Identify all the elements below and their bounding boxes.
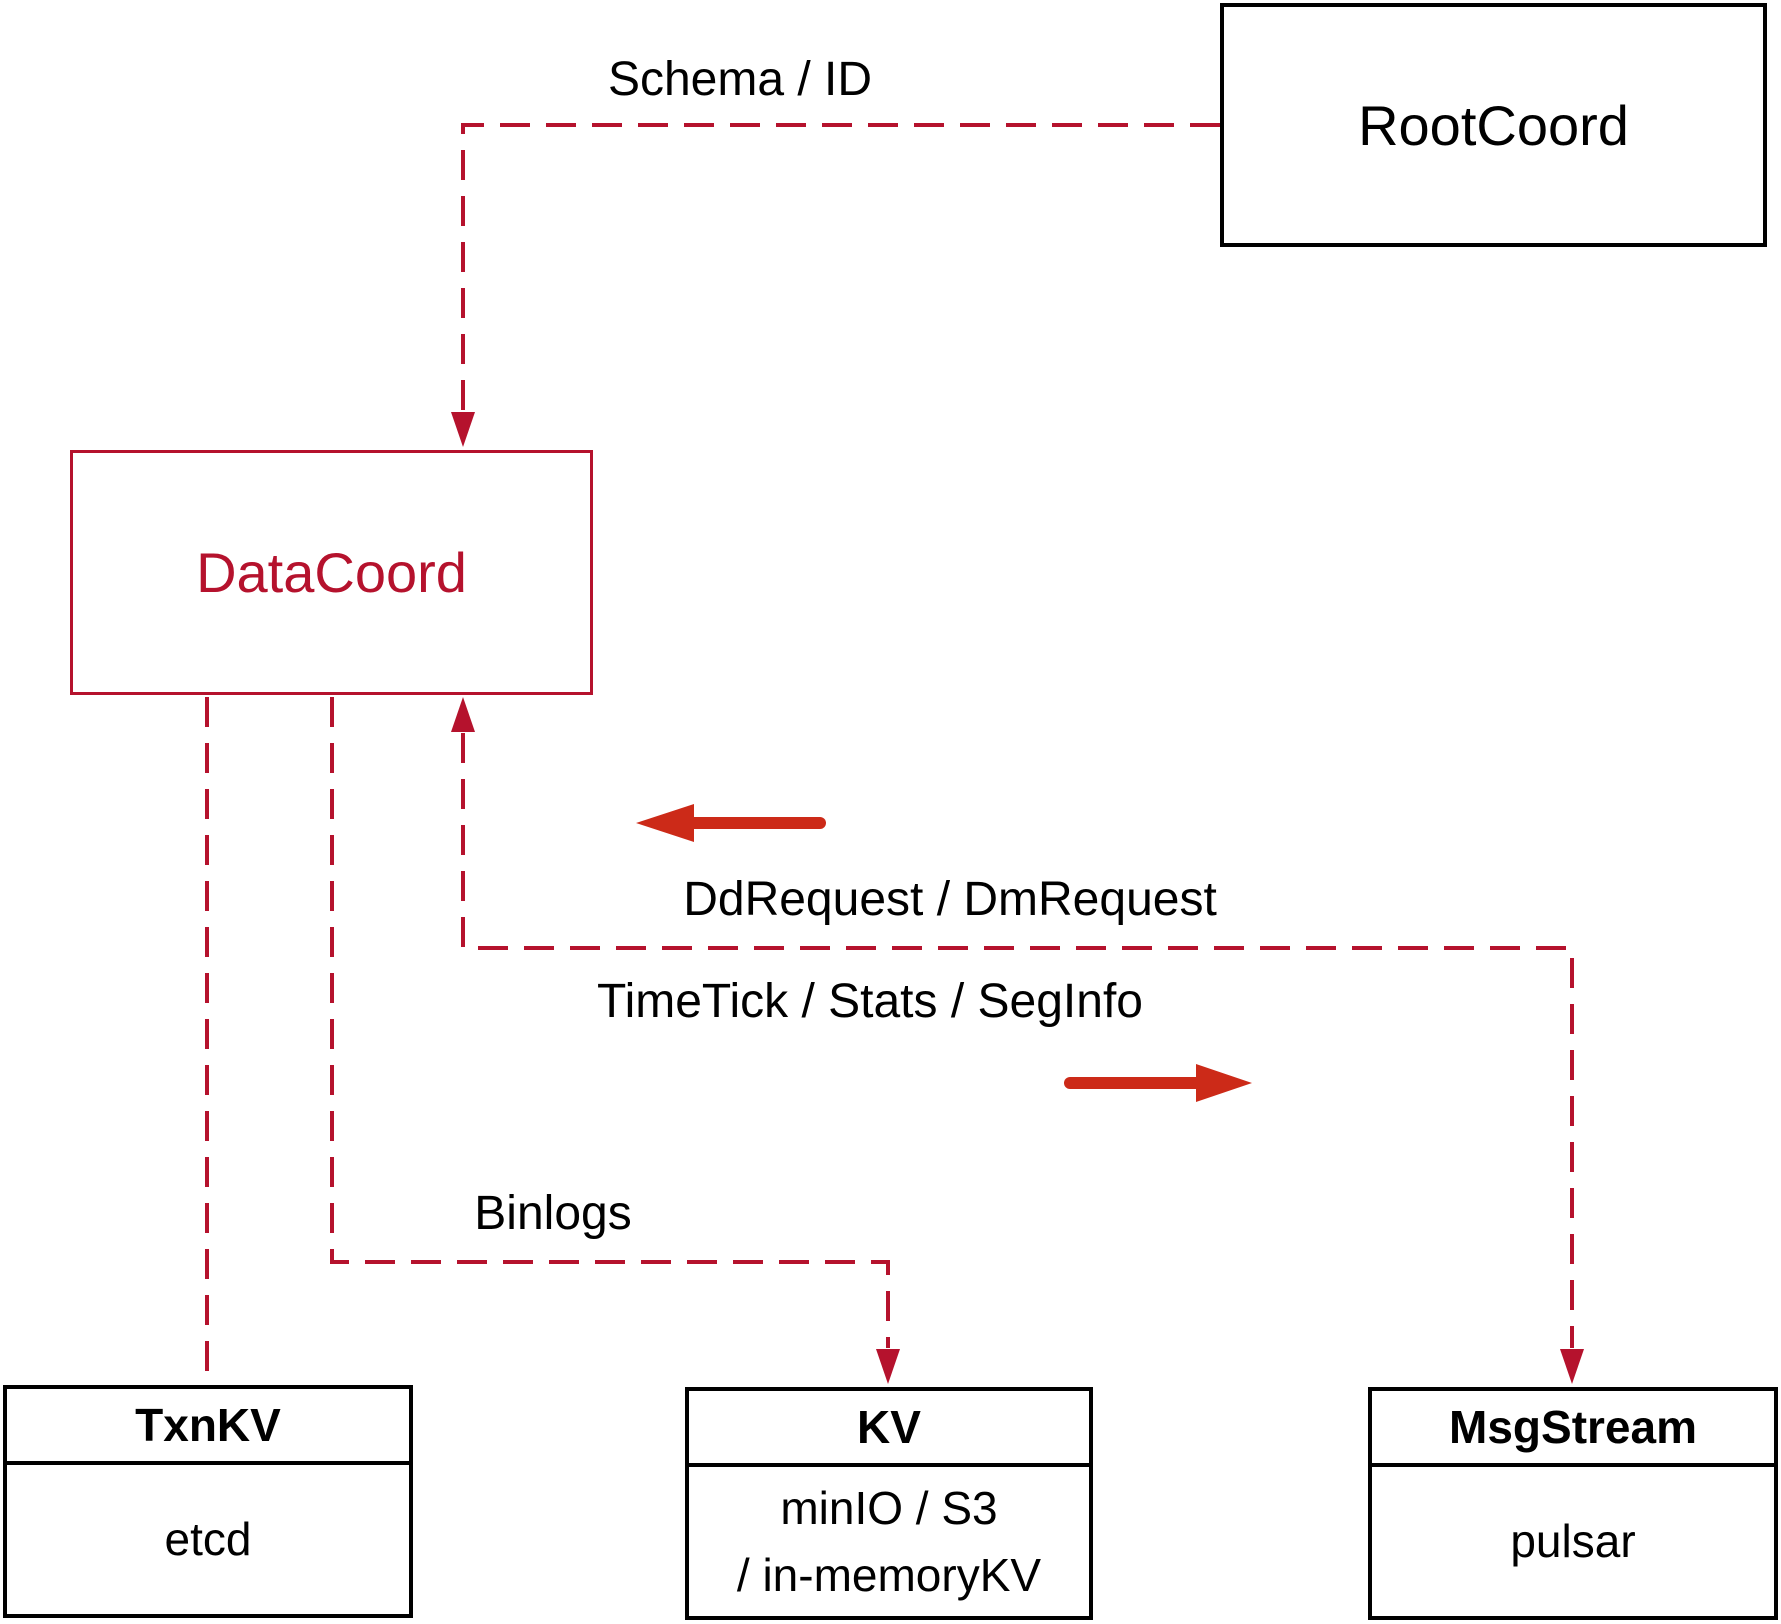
binlogs-connector <box>330 697 890 1348</box>
msgstream-body: pulsar <box>1510 1515 1636 1568</box>
kv-body-line1: minIO / S3 <box>780 1481 998 1534</box>
kv-body-line2: / in-memoryKV <box>736 1548 1042 1601</box>
node-txnkv: TxnKV etcd <box>3 1385 413 1618</box>
request-arrowhead-up <box>451 697 475 732</box>
edge-label-schema-id: Schema / ID <box>607 53 873 106</box>
txnkv-title: TxnKV <box>7 1389 409 1465</box>
left-flow-arrow-head <box>636 804 694 842</box>
right-flow-arrow-head <box>1196 1064 1252 1102</box>
schema-id-connector <box>461 123 1220 410</box>
node-rootcoord: RootCoord <box>1220 3 1767 247</box>
msgstream-title: MsgStream <box>1372 1391 1774 1467</box>
node-kv: KV minIO / S3 / in-memoryKV <box>685 1387 1093 1620</box>
schema-id-arrowhead-down <box>451 412 475 447</box>
edge-label-binlogs: Binlogs <box>474 1187 632 1240</box>
node-msgstream: MsgStream pulsar <box>1368 1387 1778 1620</box>
edge-label-timetick-stats-seginfo: TimeTick / Stats / SegInfo <box>597 975 1143 1028</box>
txnkv-body: etcd <box>164 1513 252 1566</box>
binlogs-arrowhead-down <box>876 1349 900 1384</box>
edge-label-dd-dm-request: DdRequest / DmRequest <box>683 873 1217 926</box>
kv-title: KV <box>689 1391 1089 1467</box>
node-datacoord: DataCoord <box>70 450 593 695</box>
request-connector <box>461 733 1574 1348</box>
request-arrowhead-down <box>1560 1349 1584 1384</box>
rootcoord-label: RootCoord <box>1358 93 1629 157</box>
datacoord-label: DataCoord <box>196 541 467 604</box>
